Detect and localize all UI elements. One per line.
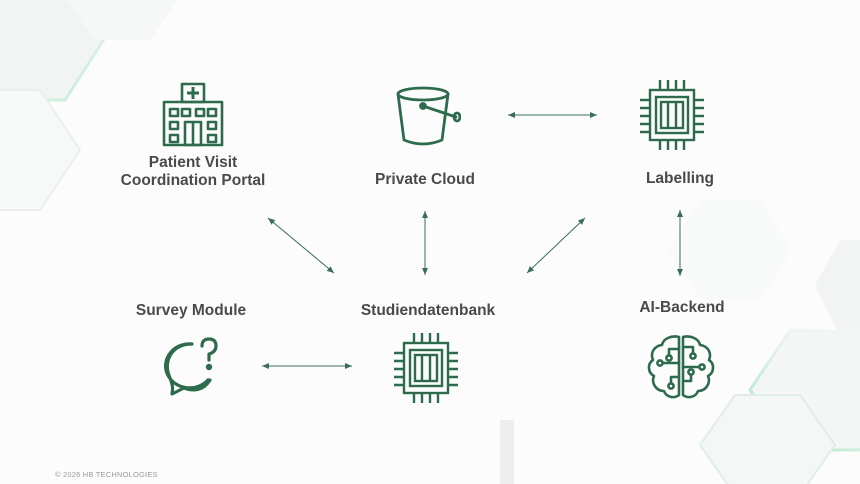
arrow-portal-studiendatenbank [267,217,335,274]
hexagon-decoration [67,0,178,40]
node-label-portal-line1: Patient Visit [148,154,238,171]
node-label-private-cloud: Private Cloud [375,171,475,188]
hexagon-decoration [668,200,792,300]
node-label-portal: Patient Visit Coordination Portal [100,154,286,190]
copyright-footer: © 2026 HB TECHNOLOGIES [55,470,158,479]
brain-circuit-icon [647,335,715,399]
node-label-labelling: Labelling [645,170,715,187]
hexagon-decoration [0,89,82,211]
node-label-ai-backend: AI-Backend [639,299,725,316]
node-label-survey: Survey Module [135,302,247,319]
hexagon-decoration [815,240,860,335]
chip-icon [394,333,458,403]
hospital-icon [162,82,224,147]
background-strip [500,420,514,484]
node-label-portal-line2: Coordination Portal [120,172,266,189]
chat-question-icon [163,337,218,396]
bucket-icon [396,86,461,146]
hexagon-decoration [698,394,837,484]
hexagon-decoration [0,0,112,102]
chip-icon [640,80,704,150]
node-label-studiendatenbank: Studiendatenbank [360,302,496,319]
arrow-labelling-studiendatenbank [526,217,586,274]
